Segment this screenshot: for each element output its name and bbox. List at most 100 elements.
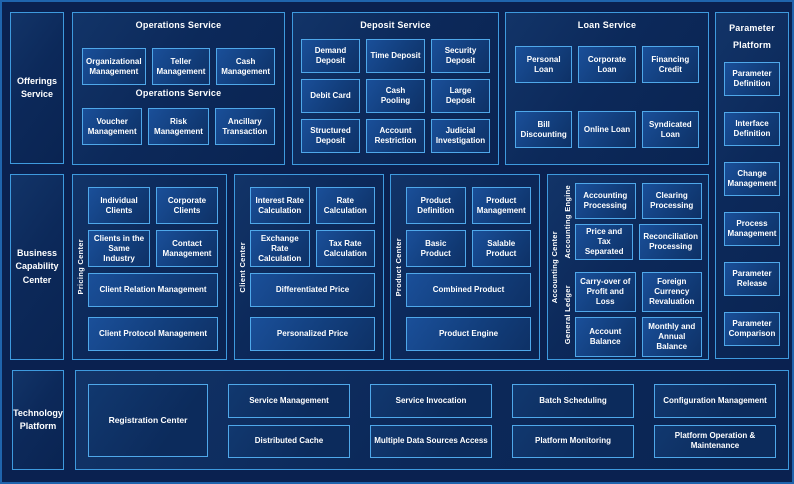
differentiated-price-box: Differentiated Price — [250, 273, 375, 307]
interface-definition-box: Interface Definition — [724, 112, 780, 147]
platform-operation-maintenance-box: Platform Operation & Maintenance — [654, 424, 776, 458]
pricing-center-label-wrap: Pricing Center — [73, 175, 88, 359]
pricing-center-panel: Pricing Center Individual Clients Corpor… — [72, 174, 227, 360]
technology-platform-panel: Registration Center Service Management D… — [75, 370, 789, 470]
product-engine-box: Product Engine — [406, 317, 531, 351]
security-deposit-box: Security Deposit — [431, 39, 490, 73]
configuration-management-box: Configuration Management — [654, 384, 776, 418]
accounting-engine-row-1: Accounting Processing Clearing Processin… — [575, 183, 702, 219]
corporate-clients-box: Corporate Clients — [156, 187, 218, 224]
rate-calculation-box: Rate Calculation — [315, 187, 375, 224]
pricing-row-1: Individual Clients Corporate Clients — [88, 187, 218, 224]
service-invocation-box: Service Invocation — [370, 384, 492, 418]
general-ledger-row-2: Account Balance Monthly and Annual Balan… — [575, 317, 702, 357]
registration-center-box: Registration Center — [88, 384, 208, 457]
accounting-center-panel: Accounting Center Accounting Engine Acco… — [547, 174, 709, 360]
platform-monitoring-box: Platform Monitoring — [512, 424, 634, 458]
accounting-center-label-wrap: Accounting Center — [548, 175, 560, 359]
product-center-label: Product Center — [394, 237, 403, 297]
client-row-2: Exchange Rate Calculation Tax Rate Calcu… — [250, 230, 375, 267]
accounting-center-label: Accounting Center — [549, 230, 559, 304]
deposit-service-title: Deposit Service — [360, 20, 431, 30]
price-and-tax-separated-box: Price and Tax Separated — [575, 224, 634, 260]
general-ledger-label: General Ledger — [563, 284, 572, 345]
clearing-processing-box: Clearing Processing — [641, 183, 702, 219]
pricing-row-2: Clients in the Same Industry Contact Man… — [88, 230, 218, 267]
judicial-investigation-box: Judicial Investigation — [431, 119, 490, 153]
account-balance-box: Account Balance — [575, 317, 636, 357]
pricing-center-content: Individual Clients Corporate Clients Cli… — [88, 175, 226, 359]
deposit-grid: Demand Deposit Time Deposit Security Dep… — [293, 39, 498, 153]
risk-management-box: Risk Management — [148, 108, 209, 145]
technology-platform-rail-label: Technology Platform — [12, 370, 64, 470]
general-ledger-grid: Carry-over of Profit and Loss Foreign Cu… — [575, 272, 702, 357]
pricing-center-label: Pricing Center — [76, 239, 85, 295]
large-deposit-box: Large Deposit — [431, 79, 490, 113]
client-center-content: Interest Rate Calculation Rate Calculati… — [250, 175, 383, 359]
technology-platform-content: Registration Center Service Management D… — [76, 371, 788, 458]
loan-row-2: Bill Discounting Online Loan Syndicated … — [506, 111, 708, 148]
product-center-panel: Product Center Product Definition Produc… — [390, 174, 540, 360]
exchange-rate-calculation-box: Exchange Rate Calculation — [250, 230, 310, 267]
tech-column-3: Batch Scheduling Platform Monitoring — [512, 384, 634, 458]
operations-service-panel: Operations Service Organizational Manage… — [72, 12, 285, 165]
distributed-cache-box: Distributed Cache — [228, 424, 350, 458]
batch-scheduling-box: Batch Scheduling — [512, 384, 634, 418]
accounting-processing-box: Accounting Processing — [575, 183, 636, 219]
ancillary-transaction-box: Ancillary Transaction — [214, 108, 275, 145]
general-ledger-group: General Ledger Carry-over of Profit and … — [560, 272, 702, 357]
service-management-box: Service Management — [228, 384, 350, 418]
client-center-label-wrap: Client Center — [235, 175, 250, 359]
product-center-content: Product Definition Product Management Ba… — [406, 175, 539, 359]
syndicated-loan-box: Syndicated Loan — [641, 111, 699, 148]
loan-service-title: Loan Service — [577, 20, 637, 30]
account-restriction-box: Account Restriction — [366, 119, 425, 153]
accounting-engine-group: Accounting Engine Accounting Processing … — [560, 183, 702, 260]
parameter-platform-list: Parameter Definition Interface Definitio… — [716, 54, 788, 347]
product-center-label-wrap: Product Center — [391, 175, 406, 359]
voucher-management-box: Voucher Management — [82, 108, 143, 145]
offerings-service-rail-label: Offerings Service — [10, 12, 64, 164]
product-definition-box: Product Definition — [406, 187, 466, 224]
corporate-loan-box: Corporate Loan — [578, 46, 636, 83]
business-capability-center-rail-label: Business Capability Center — [10, 174, 64, 360]
teller-management-box: Teller Management — [151, 48, 211, 85]
operations-service-title: Operations Service — [135, 20, 222, 30]
monthly-annual-balance-box: Monthly and Annual Balance — [641, 317, 702, 357]
parameter-platform-title: Parameter Platform — [729, 23, 775, 51]
loan-row-1: Personal Loan Corporate Loan Financing C… — [506, 46, 708, 83]
interest-rate-calculation-box: Interest Rate Calculation — [250, 187, 310, 224]
cash-management-box: Cash Management — [216, 48, 275, 85]
personal-loan-box: Personal Loan — [515, 46, 573, 83]
operations-service-mid-label: Operations Service — [135, 88, 222, 98]
deposit-service-panel: Deposit Service Demand Deposit Time Depo… — [292, 12, 499, 165]
accounting-engine-grid: Accounting Processing Clearing Processin… — [575, 183, 702, 260]
process-management-box: Process Management — [724, 212, 780, 247]
client-row-1: Interest Rate Calculation Rate Calculati… — [250, 187, 375, 224]
client-protocol-management-box: Client Protocol Management — [88, 317, 218, 351]
time-deposit-box: Time Deposit — [366, 39, 425, 73]
online-loan-box: Online Loan — [578, 111, 636, 148]
salable-product-box: Salable Product — [471, 230, 531, 267]
product-row-2: Basic Product Salable Product — [406, 230, 531, 267]
operations-row-2: Voucher Management Risk Management Ancil… — [73, 108, 284, 145]
personalized-price-box: Personalized Price — [250, 317, 375, 351]
multiple-data-sources-access-box: Multiple Data Sources Access — [370, 424, 492, 458]
individual-clients-box: Individual Clients — [88, 187, 150, 224]
carry-over-profit-loss-box: Carry-over of Profit and Loss — [575, 272, 636, 312]
contact-management-box: Contact Management — [156, 230, 218, 267]
reconciliation-processing-box: Reconciliation Processing — [639, 224, 702, 260]
product-management-box: Product Management — [471, 187, 531, 224]
tech-column-1: Service Management Distributed Cache — [228, 384, 350, 458]
bill-discounting-box: Bill Discounting — [515, 111, 573, 148]
organizational-management-box: Organizational Management — [82, 48, 146, 85]
client-relation-management-box: Client Relation Management — [88, 273, 218, 307]
financing-credit-box: Financing Credit — [641, 46, 699, 83]
general-ledger-label-wrap: General Ledger — [560, 272, 575, 357]
accounting-engine-row-2: Price and Tax Separated Reconciliation P… — [575, 224, 702, 260]
client-center-panel: Client Center Interest Rate Calculation … — [234, 174, 384, 360]
loan-service-panel: Loan Service Personal Loan Corporate Loa… — [505, 12, 709, 165]
tech-column-4: Configuration Management Platform Operat… — [654, 384, 776, 458]
change-management-box: Change Management — [724, 162, 780, 197]
general-ledger-row-1: Carry-over of Profit and Loss Foreign Cu… — [575, 272, 702, 312]
